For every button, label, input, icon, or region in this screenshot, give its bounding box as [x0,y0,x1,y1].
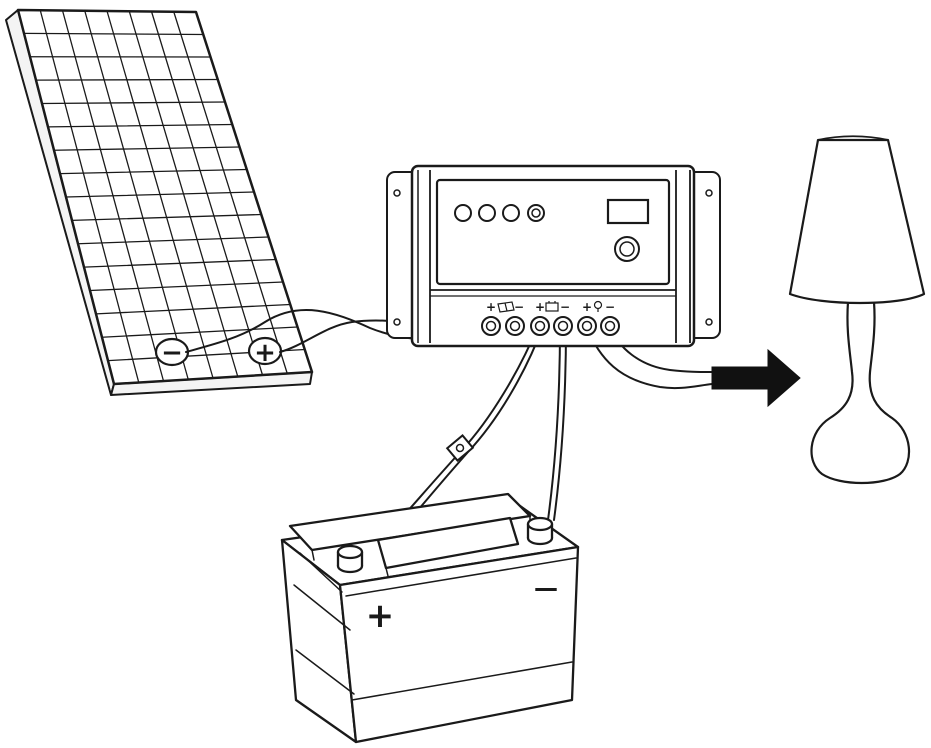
panel-grid-row-line [59,168,248,175]
solar-panel-grid [23,9,306,384]
lamp [788,135,926,485]
terminal-screw [557,320,569,332]
panel-grid-row-line [83,258,277,268]
terminal-screw [604,320,616,332]
solar-panel [5,8,314,396]
solar-negative-sign: − [161,338,183,368]
lamp-base [810,300,911,485]
panel-grid-row-line [77,236,270,245]
wire-battery-negative [547,325,561,521]
battery-positive-sign: + [366,596,395,636]
panel-grid-row-line [41,101,226,105]
battery [280,492,580,744]
solar-terminal-plus: + [486,300,496,314]
output-arrow-icon [711,348,801,408]
battery-side [338,545,580,744]
bulb-small-icon [593,300,603,312]
fuse-icon [445,434,475,462]
load-terminal-minus: − [605,300,615,314]
load-terminal-plus: + [582,300,592,314]
led-indicator-2 [478,204,496,222]
terminal-labels: + − + − + − [486,300,615,314]
led-indicator-1 [454,204,472,222]
wire-battery-negative-b [553,325,567,521]
panel-grid-row-line [23,32,204,36]
solar-positive-sign: + [254,338,276,368]
controller-led-indicators [454,204,545,222]
battery-positive-post [336,544,364,574]
controller-front-panel [435,178,671,286]
controller-button[interactable] [614,236,640,262]
terminal-screw [509,320,521,332]
terminal-screw [581,320,593,332]
led-indicator-3 [502,204,520,222]
panel-grid-row-line [101,326,299,338]
controller-display [606,198,650,225]
terminal-screw [485,320,497,332]
solar-panel-small-icon [497,301,515,313]
panel-grid-row-line [71,213,262,222]
battery-handle [376,516,520,570]
battery-negative-sign: — [534,574,558,602]
panel-grid-row-line [89,281,284,292]
wire-load-positive [585,325,713,390]
controller-terminals [481,316,620,336]
charge-controller [386,164,721,348]
battery-small-icon [545,301,559,312]
panel-grid-row-line [95,303,291,315]
panel-grid-row-line [47,123,233,128]
battery-terminal-minus: − [560,300,570,314]
terminal-screw [534,320,546,332]
battery-negative-post [526,516,554,546]
solar-terminal-minus: − [514,300,524,314]
panel-grid-row-line [35,78,219,81]
battery-terminal-plus: + [535,300,545,314]
panel-grid-row-line [53,146,241,151]
lamp-shade [788,138,926,305]
panel-grid-row-line [65,191,255,198]
